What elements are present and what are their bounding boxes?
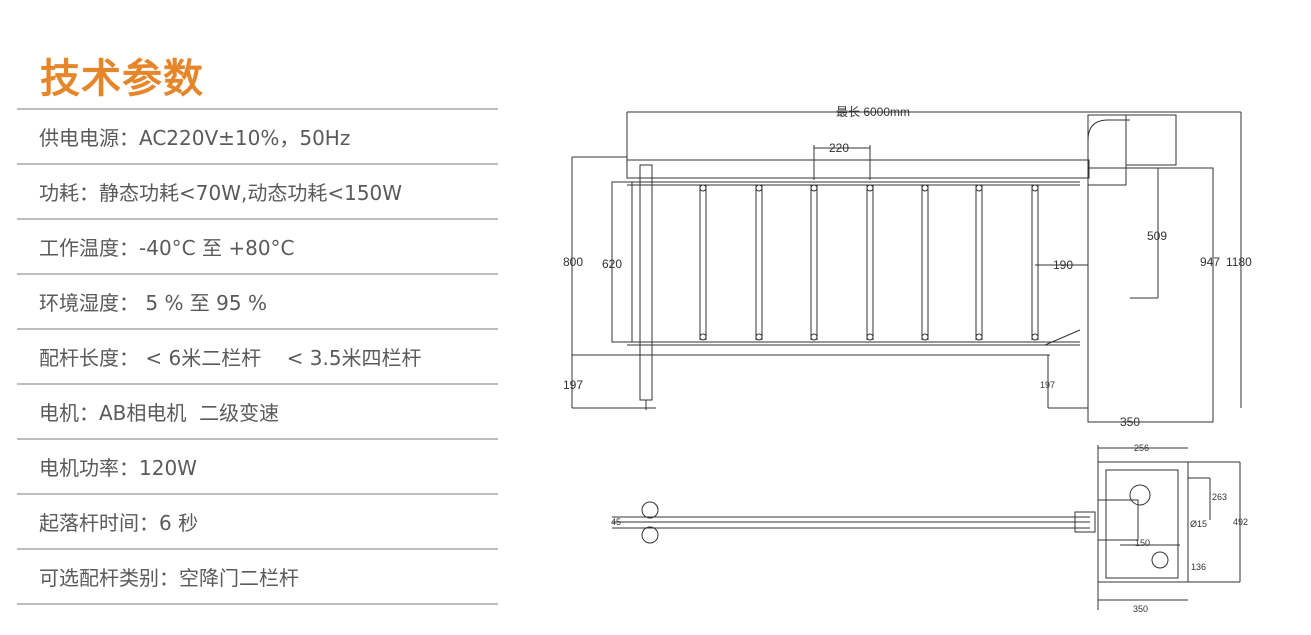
dim-197-right-label: 197 xyxy=(1040,380,1055,390)
dim-220-label: 220 xyxy=(829,141,849,155)
table-top-rule xyxy=(17,108,498,110)
dim-45-label: 45 xyxy=(611,517,621,527)
dim-190-label: 190 xyxy=(1053,258,1073,272)
dim-350-top-label: 350 xyxy=(1120,415,1140,429)
page-title: 技术参数 xyxy=(40,56,204,102)
dim-492-label: 492 xyxy=(1233,517,1248,527)
dim-1180-label: 1180 xyxy=(1226,255,1252,269)
dim-197-left-label: 197 xyxy=(563,378,583,392)
dim-947-label: 947 xyxy=(1200,255,1220,269)
dim-263-label: 263 xyxy=(1212,492,1227,502)
spec-row-arm-length: 配杆长度： < 6米二栏杆 < 3.5米四栏杆 xyxy=(17,330,498,385)
spec-row-humidity: 环境湿度： 5 % 至 95 % xyxy=(17,275,498,330)
spec-row-motor: 电机：AB相电机 二级变速 xyxy=(17,385,498,440)
dim-150-label: 150 xyxy=(1135,538,1150,548)
spec-row-motor-power: 电机功率：120W xyxy=(17,440,498,495)
dim-350-bottom-label: 350 xyxy=(1133,604,1148,614)
spec-row-lift-time: 起落杆时间：6 秒 xyxy=(17,495,498,550)
dim-509-label: 509 xyxy=(1147,229,1167,243)
dim-620-label: 620 xyxy=(602,257,622,271)
dim-136-label: 136 xyxy=(1191,562,1206,572)
dim-800-label: 800 xyxy=(563,255,583,269)
spec-table: 供电电源：AC220V±10%，50Hz 功耗：静态功耗<70W,动态功耗<15… xyxy=(17,108,498,605)
spec-row-power-supply: 供电电源：AC220V±10%，50Hz xyxy=(17,110,498,165)
spec-row-operating-temperature: 工作温度：-40°C 至 +80°C xyxy=(17,220,498,275)
barrier-gate-technical-drawing: 最长 6000mm 220 800 620 509 190 947 1180 1… xyxy=(563,105,1252,614)
max-length-label: 最长 6000mm xyxy=(836,105,910,119)
dim-d15-label: Ø15 xyxy=(1190,519,1207,529)
spec-row-arm-type: 可选配杆类别：空降门二栏杆 xyxy=(17,550,498,605)
dim-256-label: 256 xyxy=(1134,443,1149,453)
spec-row-power-consumption: 功耗：静态功耗<70W,动态功耗<150W xyxy=(17,165,498,220)
